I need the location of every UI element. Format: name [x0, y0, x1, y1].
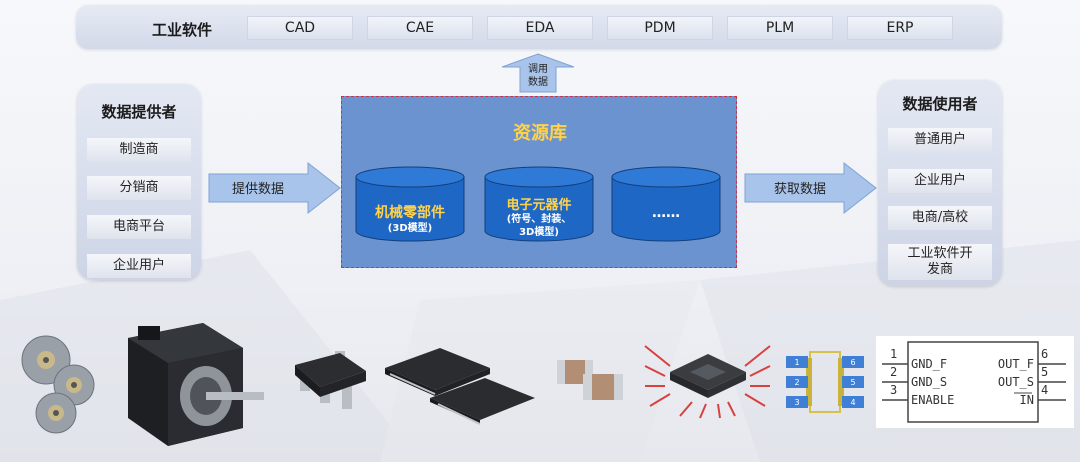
pin-number-3: 3 [890, 383, 897, 397]
software-cad[interactable]: CAD [247, 16, 353, 40]
pin-label-gnd-f: GND_F [911, 357, 947, 371]
cylinder-more-label: …… [652, 205, 680, 221]
pin-number-1: 1 [890, 347, 897, 361]
software-pdm[interactable]: PDM [607, 16, 713, 40]
cylinder-electronic-label: 电子元器件 (符号、封装、 3D模型) [506, 198, 572, 238]
pin-label-out-f: OUT_F [998, 357, 1034, 371]
pad-label-1: 1 [794, 358, 799, 367]
cylinder-mechanical-label: 机械零部件 (3D模型) [375, 205, 445, 234]
provide-data-label: 提供数据 [231, 182, 284, 197]
user-enterprise[interactable]: 企业用户 [888, 169, 992, 193]
industrial-software-title: 工业软件 [152, 21, 213, 39]
data-users-title: 数据使用者 [902, 95, 978, 113]
provider-distributor[interactable]: 分销商 [87, 176, 191, 200]
user-ordinary[interactable]: 普通用户 [888, 128, 992, 152]
pad-label-5: 5 [850, 378, 855, 387]
obtain-data-arrow [744, 162, 877, 214]
sot-chip-image [295, 351, 366, 409]
resource-library-title: 资源库 [513, 123, 567, 144]
qfp-chips-image [385, 348, 535, 425]
cylinder-mechanical [355, 166, 465, 242]
pad-label-4: 4 [850, 398, 855, 407]
pad-label-3: 3 [794, 398, 799, 407]
call-data-arrow [501, 53, 575, 93]
pad-label-2: 2 [794, 378, 799, 387]
stepper-motor-image [128, 323, 264, 446]
provider-ecommerce[interactable]: 电商平台 [87, 215, 191, 239]
pin-label-enable: ENABLE [911, 393, 954, 407]
software-eda[interactable]: EDA [487, 16, 593, 40]
cylinder-more [611, 166, 721, 242]
pin-label-in: IN [1020, 393, 1034, 407]
obtain-data-label: 获取数据 [773, 182, 826, 197]
software-plm[interactable]: PLM [727, 16, 833, 40]
provide-data-arrow [208, 162, 341, 214]
schematic-symbol-image: 1 2 3 6 5 4 GND_F GND_S ENABLE OUT_F OUT… [876, 336, 1074, 428]
cylinder-electronic [484, 166, 594, 242]
provider-enterprise[interactable]: 企业用户 [87, 254, 191, 278]
pcb-footprint-image [644, 345, 771, 419]
capacitors-image [557, 360, 623, 400]
pad-label-6: 6 [850, 358, 855, 367]
software-cae[interactable]: CAE [367, 16, 473, 40]
gears-image [21, 335, 95, 434]
pin-number-4: 4 [1041, 383, 1048, 397]
provider-manufacturer[interactable]: 制造商 [87, 138, 191, 162]
pin-label-out-s: OUT_S [998, 375, 1034, 389]
call-data-label: 调用 数据 [528, 64, 548, 88]
resource-cylinders [355, 166, 721, 242]
pin-label-gnd-s: GND_S [911, 375, 947, 389]
user-ecommerce-university[interactable]: 电商/高校 [888, 206, 992, 230]
pin-number-6: 6 [1041, 347, 1048, 361]
footprint-pads-image: 1 2 3 6 5 4 [786, 351, 864, 413]
software-erp[interactable]: ERP [847, 16, 953, 40]
user-software-developer[interactable]: 工业软件开 发商 [888, 244, 992, 280]
pin-number-2: 2 [890, 365, 897, 379]
pin-number-5: 5 [1041, 365, 1048, 379]
data-providers-title: 数据提供者 [101, 103, 177, 121]
